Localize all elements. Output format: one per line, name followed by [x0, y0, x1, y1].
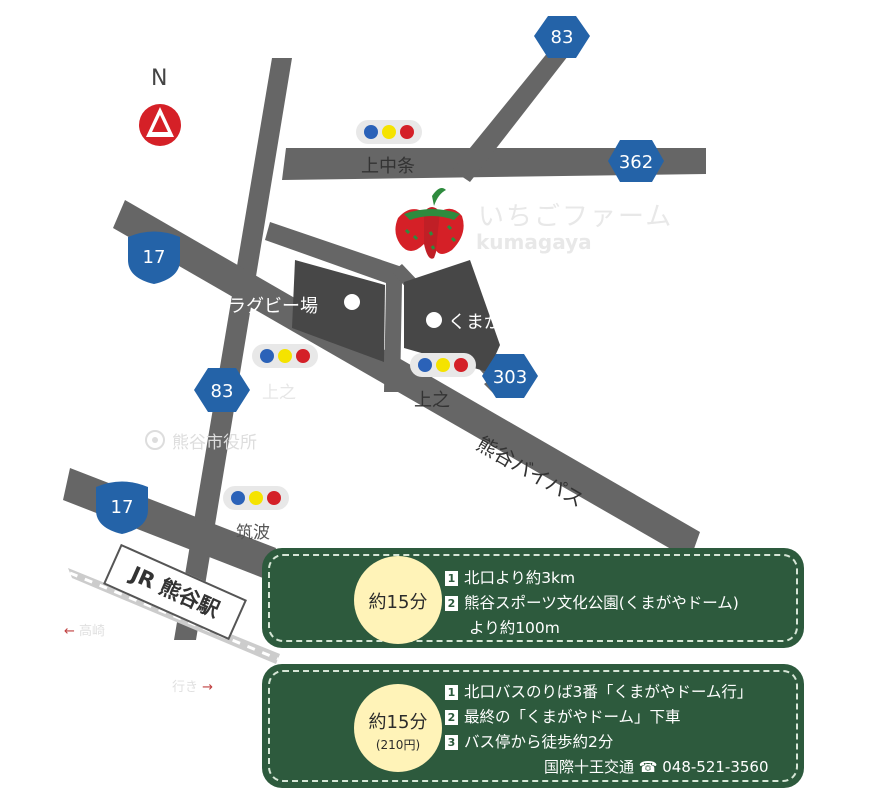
- route-shield-83-top-icon: 83: [534, 16, 590, 58]
- bus-time-text: 約15分: [368, 712, 428, 733]
- bus-step-1-text: 北口バスのりば3番「くまがやドーム行」: [464, 683, 753, 701]
- farm-name-jp-label: いちごファーム: [478, 202, 674, 232]
- car-step-1-text: 北口より約3km: [464, 569, 576, 587]
- car-access-panel: [262, 548, 804, 648]
- bus-fare-text: (210円): [375, 738, 421, 752]
- traffic-signal-tsukuba-icon: [223, 486, 289, 510]
- car-step-3: より約100m: [469, 616, 560, 638]
- intersection-right-label: 上之: [414, 390, 450, 411]
- route-shield-362-label: 362: [619, 152, 653, 173]
- intersection-mid-label: 上之: [262, 383, 296, 403]
- road-farm-center: [384, 282, 402, 392]
- rugby-field-area: [292, 260, 385, 362]
- car-time-text: 約15分: [368, 592, 428, 613]
- route-shield-17-low-label: 17: [111, 497, 134, 518]
- rugby-field-marker-icon: [344, 294, 360, 310]
- direction-left-text: 高崎: [79, 624, 106, 639]
- bus-step-1-number: 1: [445, 685, 458, 700]
- direction-right-label: 行き →: [172, 680, 214, 695]
- city-hall-icon: [145, 430, 165, 450]
- route-shield-83-top-label: 83: [551, 27, 574, 48]
- bus-step-2-number: 2: [445, 710, 458, 725]
- road-kumagaya-bypass: [113, 200, 700, 560]
- traffic-signal-right-icon: [410, 353, 476, 377]
- farm-name-en-label: kumagaya: [476, 230, 592, 254]
- road-farm-north: [265, 222, 405, 288]
- car-time-circle: 約15分: [354, 556, 442, 644]
- bus-step-2: 2 最終の「くまがやドーム」下車: [445, 705, 681, 727]
- route-shield-83-mid-icon: 83: [194, 368, 250, 412]
- route-shield-17-left-icon: 17: [128, 231, 180, 284]
- route-shield-83-mid-label: 83: [211, 381, 234, 402]
- bus-step-3-number: 3: [445, 735, 458, 750]
- bus-step-3-text: バス停から徒歩約2分: [464, 733, 614, 751]
- road-kaminakajo: [282, 148, 706, 180]
- bus-operator-contact: 国際十王交通 ☎ 048-521-3560: [544, 756, 769, 777]
- car-step-1-number: 1: [445, 571, 458, 586]
- bus-step-1: 1 北口バスのりば3番「くまがやドーム行」: [445, 680, 752, 702]
- route-shield-362-icon: 362: [608, 140, 664, 182]
- bus-step-3: 3 バス停から徒歩約2分: [445, 730, 613, 752]
- phone-icon: ☎: [634, 758, 663, 776]
- route-shield-303-icon: 303: [482, 354, 538, 398]
- route-shield-303-label: 303: [493, 367, 527, 388]
- car-step-2-number: 2: [445, 596, 458, 611]
- route-shield-17-left-label: 17: [143, 247, 166, 268]
- road-route-83-north: [452, 46, 568, 182]
- north-compass-icon: [139, 104, 181, 146]
- traffic-signal-mid-icon: [252, 344, 318, 368]
- traffic-signal-kaminakajo-icon: [356, 120, 422, 144]
- route-shield-17-low-icon: 17: [96, 481, 148, 534]
- road-vertical-west: [174, 58, 292, 640]
- bus-step-2-text: 最終の「くまがやドーム」下車: [464, 708, 681, 726]
- car-step-2-text: 熊谷スポーツ文化公園(くまがやドーム): [464, 594, 739, 612]
- city-hall-label: 熊谷市役所: [172, 433, 257, 453]
- kumagaya-dome-label: くまがやドーム: [448, 312, 574, 333]
- intersection-tsukuba-label: 筑波: [236, 523, 270, 543]
- kumagaya-dome-marker-icon: [426, 312, 442, 328]
- bus-access-panel: [262, 664, 804, 788]
- direction-left-label: ← 高崎: [64, 624, 106, 639]
- kumagaya-dome-area: [404, 260, 500, 372]
- car-step-3-text: より約100m: [469, 619, 560, 637]
- car-step-2: 2 熊谷スポーツ文化公園(くまがやドーム): [445, 591, 739, 613]
- car-step-1: 1 北口より約3km: [445, 566, 575, 588]
- bus-operator-phone: 048-521-3560: [662, 758, 769, 776]
- direction-right-text: 行き: [172, 680, 199, 695]
- bus-operator-name: 国際十王交通: [544, 758, 635, 776]
- rugby-field-label: ラグビー場: [228, 296, 318, 317]
- north-label: N: [151, 66, 168, 91]
- intersection-kaminakajo-label: 上中条: [361, 156, 415, 177]
- bus-time-circle: 約15分 (210円): [354, 684, 442, 772]
- strawberry-logo-icon: [395, 188, 464, 259]
